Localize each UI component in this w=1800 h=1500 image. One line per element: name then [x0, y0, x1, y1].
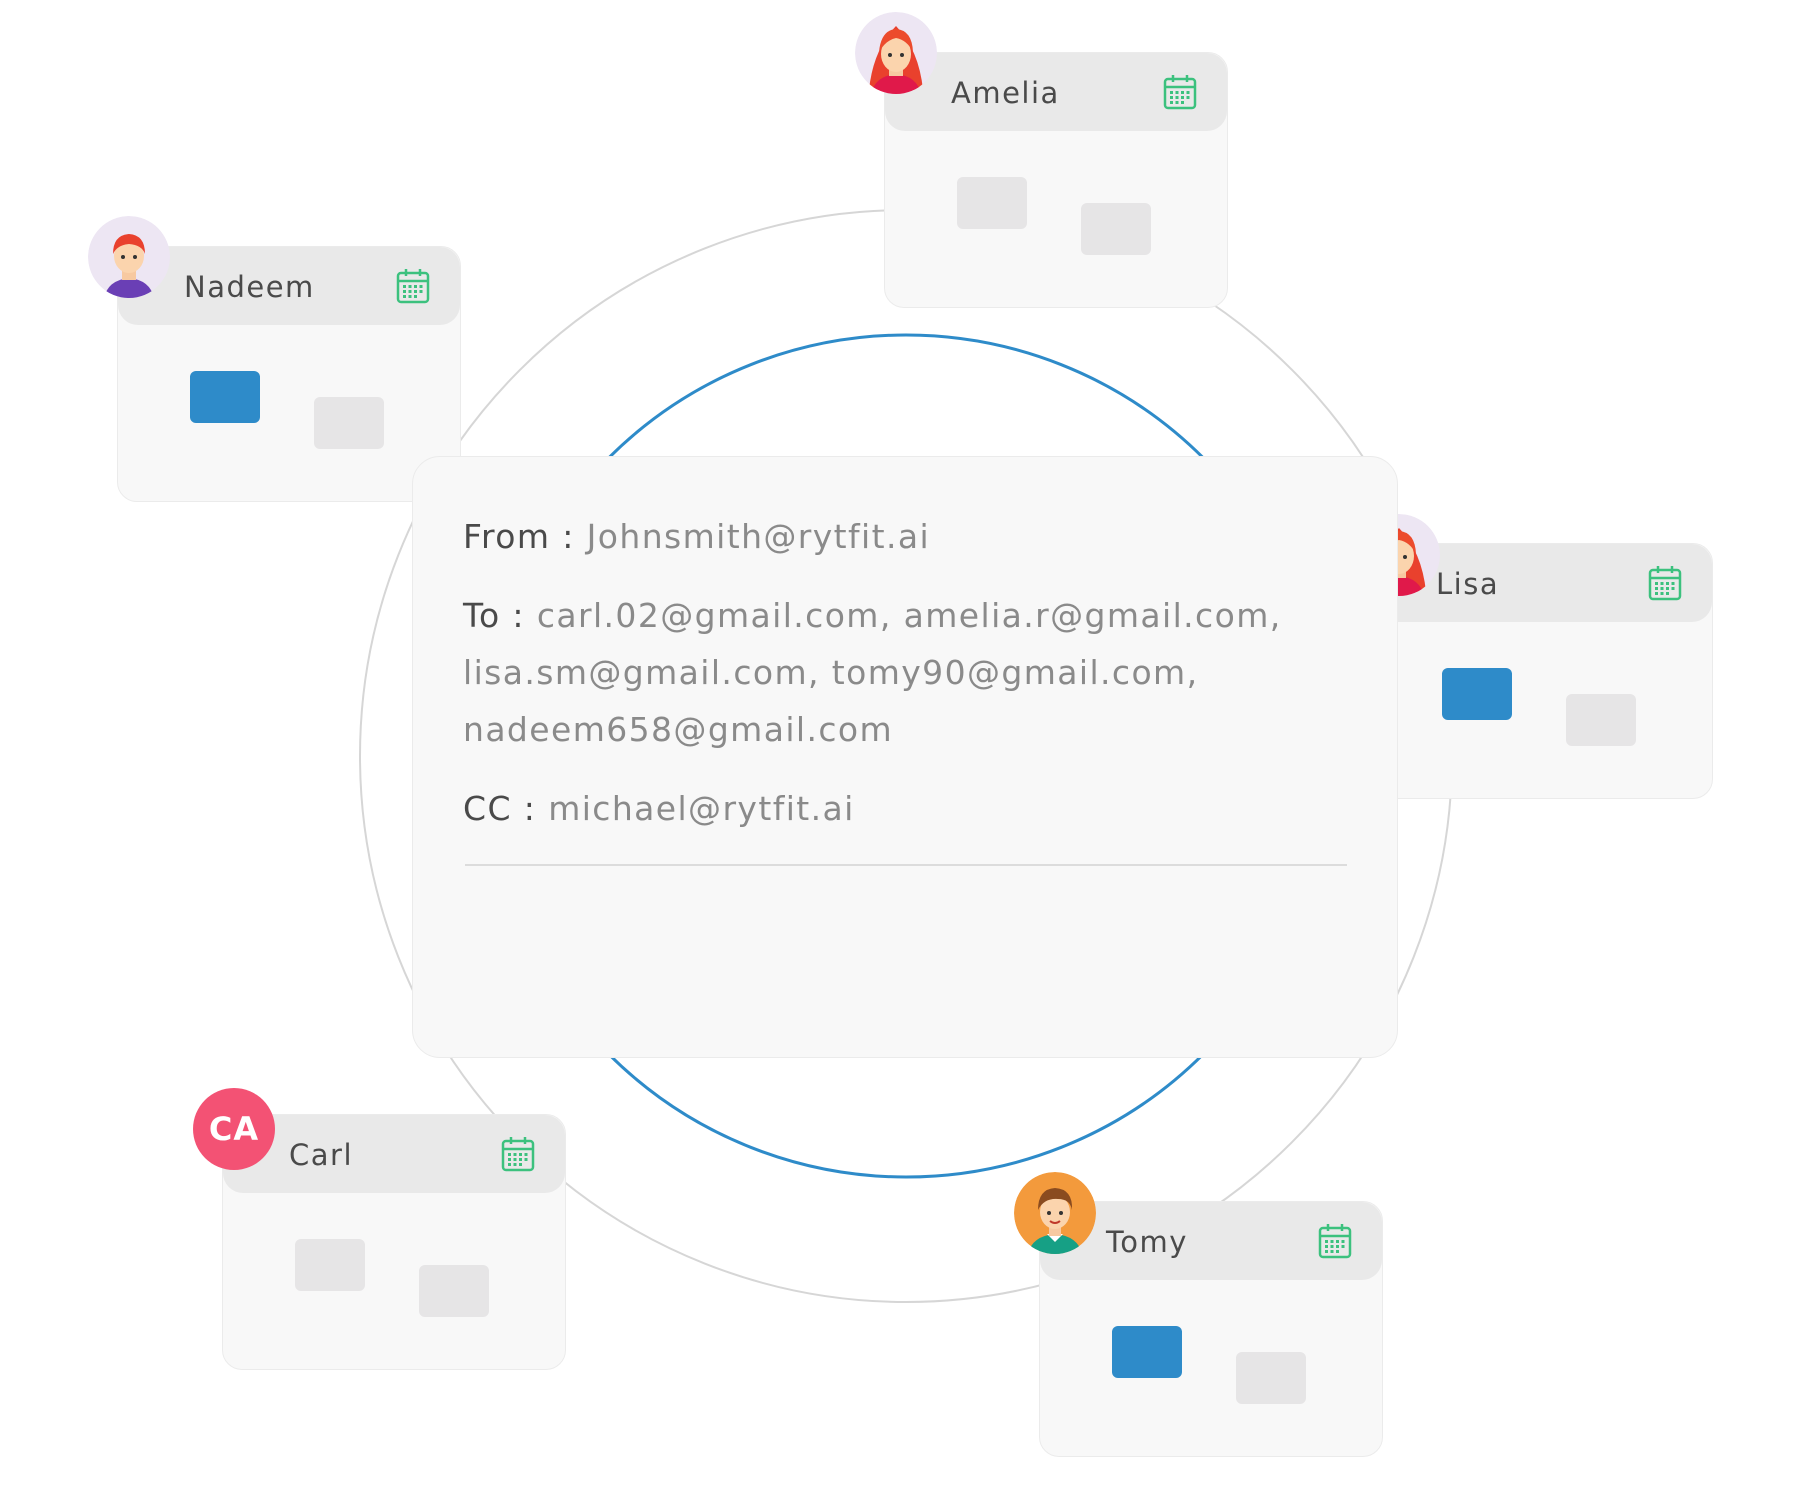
time-slot[interactable]: [419, 1265, 489, 1317]
boy-avatar: [1014, 1172, 1096, 1254]
cc-address[interactable]: michael@rytfit.ai: [548, 789, 855, 828]
cc-label: CC :: [463, 789, 549, 828]
time-slot[interactable]: [314, 397, 384, 449]
participant-card-nadeem[interactable]: Nadeem: [117, 246, 461, 502]
to-addresses-line-2[interactable]: lisa.sm@gmail.com, tomy90@gmail.com,: [463, 653, 1199, 692]
time-slot[interactable]: [1081, 203, 1151, 255]
to-addresses-line-1[interactable]: carl.02@gmail.com, amelia.r@gmail.com,: [536, 596, 1282, 635]
from-label: From :: [463, 517, 587, 556]
female-avatar: [855, 12, 937, 94]
divider: [465, 864, 1347, 866]
participant-name: Tomy: [1106, 1225, 1188, 1259]
to-addresses-line-3[interactable]: nadeem658@gmail.com: [463, 710, 894, 749]
initials-avatar: CA: [193, 1088, 275, 1170]
calendar-icon[interactable]: [1318, 1223, 1352, 1259]
cc-line: CC : michael@rytfit.ai: [463, 789, 855, 829]
time-slot-selected[interactable]: [190, 371, 260, 423]
card-header: Nadeem: [118, 247, 460, 325]
time-slot[interactable]: [295, 1239, 365, 1291]
from-line: From : Johnsmith@rytfit.ai: [463, 517, 930, 557]
email-compose-card: From : Johnsmith@rytfit.ai To : carl.02@…: [412, 456, 1398, 1058]
time-slot[interactable]: [1566, 694, 1636, 746]
card-header: Tomy: [1040, 1202, 1382, 1280]
participant-card-lisa[interactable]: Lisa: [1369, 543, 1713, 799]
to-line: To : carl.02@gmail.com, amelia.r@gmail.c…: [463, 596, 1282, 636]
time-slot[interactable]: [957, 177, 1027, 229]
participant-name: Lisa: [1436, 567, 1500, 601]
card-header: Carl: [223, 1115, 565, 1193]
from-address[interactable]: Johnsmith@rytfit.ai: [586, 517, 931, 556]
calendar-icon[interactable]: [1163, 74, 1197, 110]
participant-card-tomy[interactable]: Tomy: [1039, 1201, 1383, 1457]
calendar-icon[interactable]: [501, 1136, 535, 1172]
participant-name: Carl: [289, 1138, 353, 1172]
participant-name: Nadeem: [184, 270, 315, 304]
card-header: Amelia: [885, 53, 1227, 131]
participant-card-amelia[interactable]: Amelia: [884, 52, 1228, 308]
to-label: To :: [463, 596, 537, 635]
time-slot[interactable]: [1236, 1352, 1306, 1404]
time-slot-selected[interactable]: [1442, 668, 1512, 720]
participant-name: Amelia: [951, 76, 1060, 110]
calendar-icon[interactable]: [1648, 565, 1682, 601]
male-avatar: [88, 216, 170, 298]
participant-card-carl[interactable]: Carl: [222, 1114, 566, 1370]
time-slot-selected[interactable]: [1112, 1326, 1182, 1378]
calendar-icon[interactable]: [396, 268, 430, 304]
